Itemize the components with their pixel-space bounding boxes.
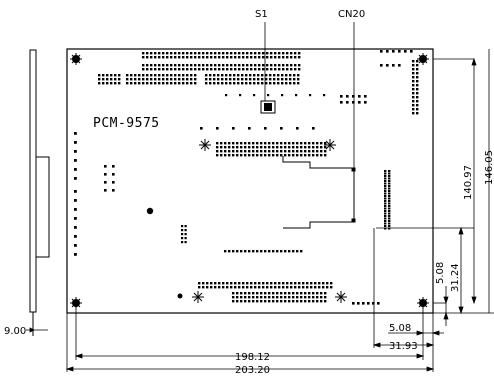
dim-right-hole-offset: 5.08 (389, 323, 411, 334)
mounting-hole-bottom-left (70, 297, 82, 309)
connector-cn20 (282, 22, 356, 229)
left-column-pads-2 (74, 190, 77, 256)
dim-total-height: 146.05 (484, 150, 494, 185)
dim-connector-x: 31.93 (389, 341, 418, 352)
small-pads-top-2 (380, 64, 401, 67)
upper-tiny-pads (225, 94, 326, 97)
component-large-dot (146, 207, 154, 215)
starburst-bottom-left (192, 291, 204, 303)
dim-total-width: 203.20 (235, 365, 270, 376)
bottom-header (198, 282, 333, 289)
small-pads-top (380, 50, 413, 53)
mid-header-row (224, 250, 303, 253)
extension-lines (66, 58, 494, 372)
right-column-header (412, 60, 419, 115)
starburst-center-left (199, 139, 211, 151)
bottom-header-2 (232, 292, 327, 303)
board-outline (66, 48, 434, 314)
callout-s1: S1 (255, 9, 268, 20)
starburst-bottom-right (335, 291, 347, 303)
dim-connector-y: 31.24 (450, 263, 461, 292)
small-pads-upper (340, 95, 367, 104)
left-mid-pads (104, 165, 115, 192)
header-left-block (98, 74, 121, 85)
small-pad-row (200, 127, 315, 130)
dim-hole-width: 198.12 (235, 352, 270, 363)
switch-s1 (260, 22, 276, 114)
mounting-holes (70, 53, 429, 309)
cn20-header (216, 142, 327, 157)
header-top-row-2 (142, 64, 301, 71)
bottom-pads (352, 302, 380, 305)
header-mid-block (126, 74, 197, 85)
mounting-hole-top-left (70, 53, 82, 65)
side-profile-view (29, 49, 50, 336)
callout-cn20: CN20 (338, 9, 365, 20)
left-column-pads (74, 132, 77, 180)
board-model-label: PCM-9575 (93, 116, 160, 131)
component-large-dot-bottom (177, 293, 183, 299)
header-right-block (205, 74, 300, 85)
component-pin-fields (74, 50, 419, 305)
mounting-hole-top-right (417, 53, 429, 65)
dim-side-thickness: 9.00 (4, 326, 26, 337)
left-small-block (181, 225, 187, 244)
dim-bottom-hole-offset: 5.08 (435, 262, 446, 284)
header-top-row (142, 52, 301, 59)
starburst-center-right (324, 139, 336, 151)
right-vertical-header (384, 170, 391, 230)
mounting-hole-bottom-right (417, 297, 429, 309)
dim-hole-height: 140.97 (463, 165, 474, 200)
dimension-lines (26, 49, 490, 372)
